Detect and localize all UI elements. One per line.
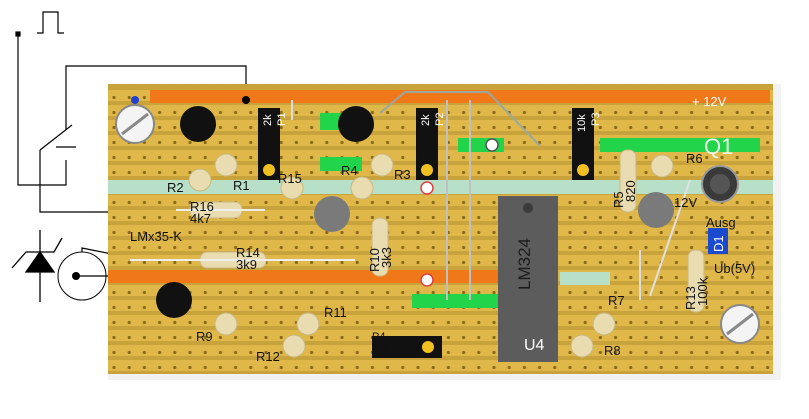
label-r3: R3: [394, 167, 411, 182]
potentiometers: [258, 108, 594, 358]
wire-bridges: [291, 91, 691, 300]
label-ausg: Ausg: [706, 215, 736, 230]
label-r8: R8: [604, 343, 621, 358]
label-r14-value: 3k9: [236, 257, 257, 272]
label-r7: R7: [608, 293, 625, 308]
resistor-bodies: [130, 149, 705, 313]
label-p4: P4: [372, 331, 386, 343]
label-p1: P1: [276, 112, 288, 126]
label-r5-value: 820: [623, 180, 638, 202]
label-r12: R12: [256, 349, 280, 364]
label-r2: R2: [167, 180, 184, 195]
label-u4: U4: [524, 337, 545, 354]
label-ub: Ub(5V): [714, 261, 756, 276]
label-p1-value: 2k: [262, 114, 274, 126]
label-p2-value: 2k: [420, 114, 432, 126]
label-r16-value: 4k7: [190, 211, 211, 226]
supply-strips: [108, 90, 773, 283]
diode-symbol: [11, 230, 63, 302]
capacitor: [701, 165, 739, 203]
label-r1: R1: [233, 178, 250, 193]
label-r13-value: 100k: [695, 277, 710, 306]
label-r11: R11: [324, 305, 347, 320]
label-r14: R14: [236, 245, 260, 260]
label-p4-value: 10k: [372, 345, 390, 357]
label-sensor: LMx35-K: [130, 229, 183, 244]
label-r15: R15: [278, 171, 302, 186]
label-ic: LM324: [515, 238, 534, 290]
pads: [242, 96, 499, 287]
label-12v: 12V: [674, 195, 698, 210]
label-r4: R4: [341, 163, 358, 178]
label-p3: P3: [590, 112, 602, 126]
label-p2: P2: [434, 112, 446, 126]
label-supply: + 12V: [692, 94, 727, 109]
ic-body: [498, 196, 558, 362]
label-r10-value: 3k3: [379, 247, 394, 268]
label-r16: R16: [190, 199, 214, 214]
label-q1: Q1: [704, 134, 734, 159]
label-r9: R9: [196, 329, 213, 344]
transistors: [156, 106, 674, 318]
switch-wires: [15, 31, 247, 213]
label-p3-value: 10k: [576, 114, 588, 132]
standing-resistors: [188, 153, 674, 358]
label-d1: D1: [711, 235, 726, 252]
label-r6: R6: [686, 151, 703, 166]
pulse-symbol: [37, 11, 64, 34]
diode-d1: [708, 228, 728, 254]
trimmers: [115, 96, 760, 344]
